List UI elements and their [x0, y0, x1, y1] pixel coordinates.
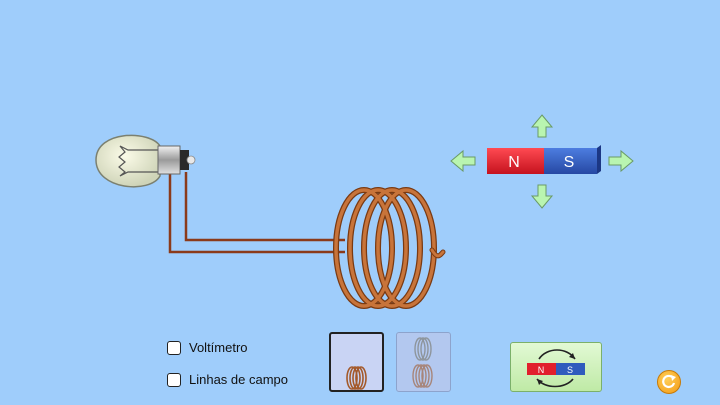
- magnet-north-pole: [487, 148, 544, 174]
- light-bulb: [95, 134, 196, 188]
- flip-magnet-icon: N S: [527, 349, 585, 388]
- reset-icon: [662, 374, 676, 389]
- double-coil-icon: [412, 337, 433, 388]
- field-lines-checkbox-box[interactable]: [167, 372, 181, 387]
- field-lines-checkbox[interactable]: Linhas de campo: [167, 372, 288, 387]
- circuit-wires: [168, 172, 345, 254]
- magnet-south-pole: [544, 148, 597, 174]
- voltmeter-label: Voltímetro: [189, 340, 248, 355]
- voltmeter-checkbox[interactable]: Voltímetro: [167, 340, 248, 355]
- bulb-base: [157, 145, 181, 175]
- arrow-left-icon[interactable]: [450, 149, 476, 173]
- single-coil-icon: [346, 366, 367, 390]
- copper-coil: [333, 187, 446, 309]
- arrow-up-icon[interactable]: [530, 114, 554, 138]
- bulb-filament: [118, 145, 158, 177]
- arrow-down-icon[interactable]: [530, 184, 554, 209]
- coil-option-one-layer-button[interactable]: [329, 332, 384, 392]
- bar-magnet[interactable]: N S: [487, 145, 601, 174]
- magnet-north-label: N: [508, 154, 520, 171]
- reset-button[interactable]: [657, 370, 681, 394]
- coil-option-two-layer-button[interactable]: [396, 332, 451, 392]
- voltmeter-checkbox-box[interactable]: [167, 340, 181, 355]
- arrow-right-icon[interactable]: [608, 149, 634, 173]
- magnet-south-label: S: [564, 154, 575, 171]
- flip-north-label: N: [538, 365, 545, 375]
- field-lines-label: Linhas de campo: [189, 372, 289, 387]
- flip-south-label: S: [567, 365, 573, 375]
- flip-magnet-button[interactable]: N S: [510, 342, 602, 392]
